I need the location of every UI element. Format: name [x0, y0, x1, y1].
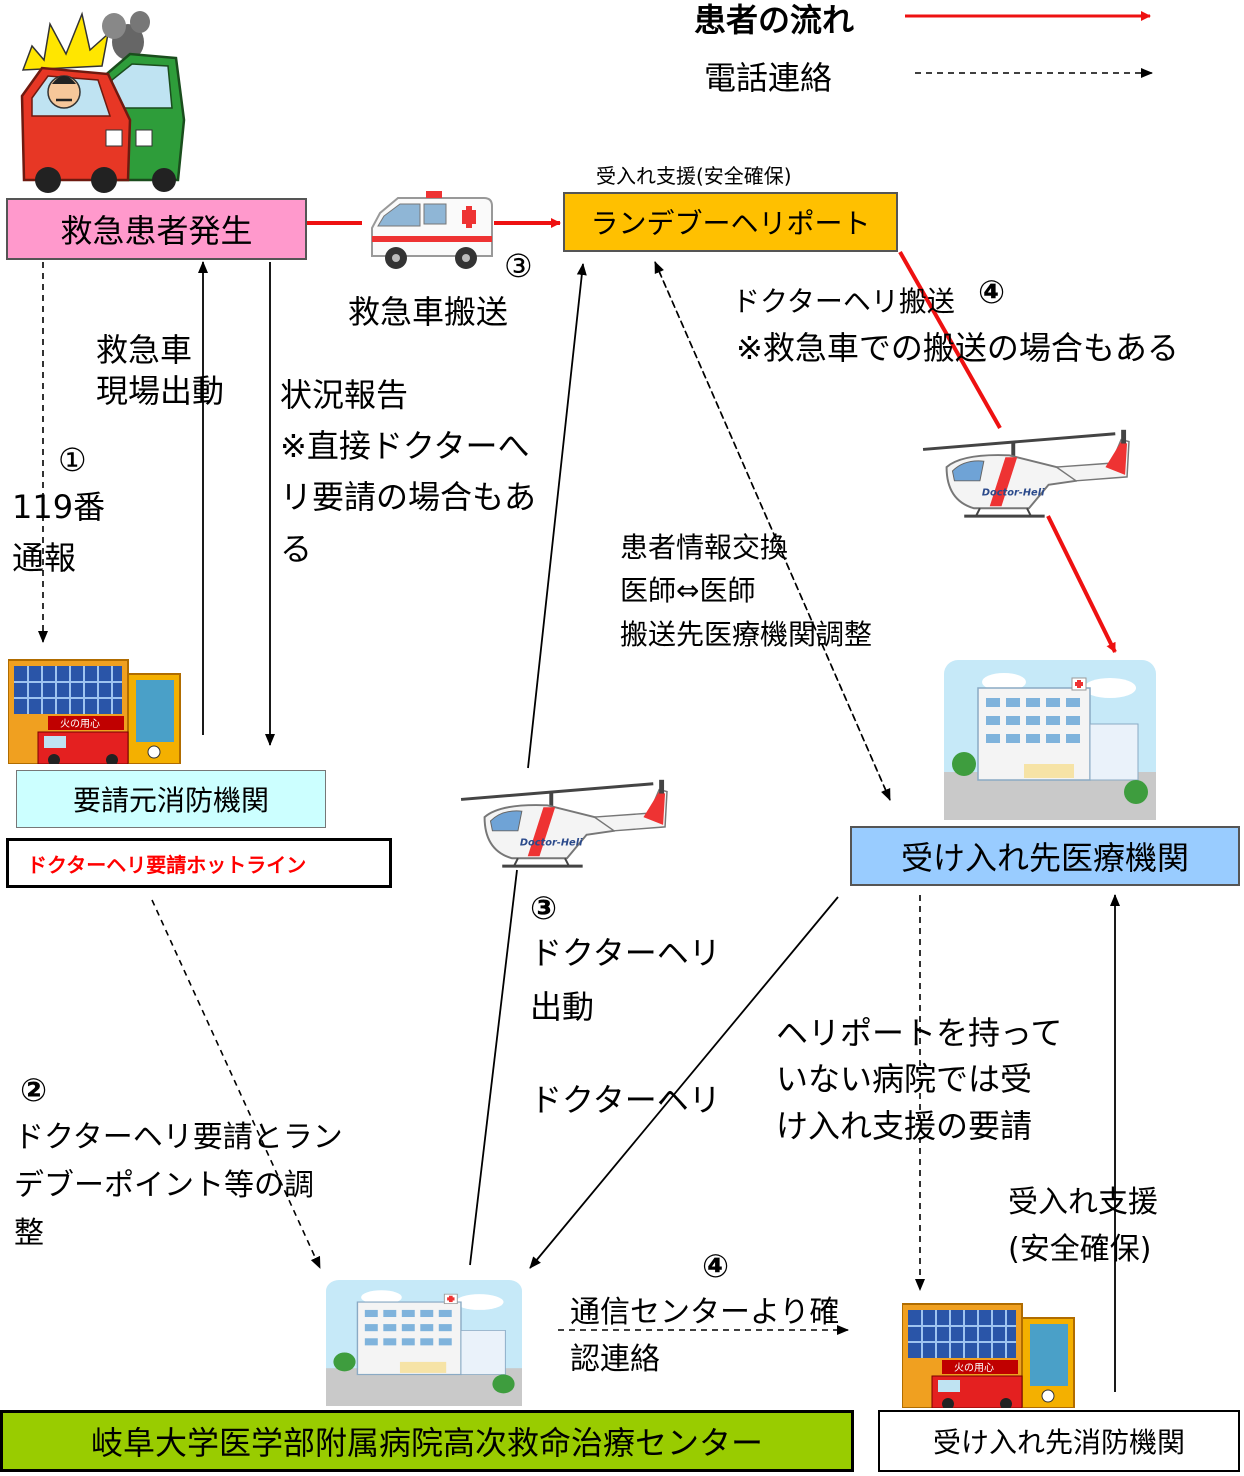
request-arrow: [151, 899, 321, 1269]
rendezvous-support-label: 受入れ支援(安全確保): [596, 164, 792, 188]
no-heliport-label: ヘリポートを持って いない病院では受 け入れ支援の要請: [776, 1014, 1063, 1145]
fire-station-icon: 火の用心: [8, 659, 181, 764]
patient-flow-heli-lower: [1046, 515, 1117, 653]
patient-info-arrow-down: [654, 261, 891, 801]
legend-phone-contact: 電話連絡: [704, 59, 833, 97]
rendezvous-heliport-node: ランデブーヘリポート: [563, 192, 898, 252]
fire-station-icon-2: 火の用心: [902, 1303, 1075, 1408]
patient-info-exchange-label: 患者情報交換 医師⇔医師 搬送先医療機関調整: [620, 531, 873, 651]
confirm-number: ④: [702, 1247, 730, 1285]
heli-transport-label: ドクターヘリ搬送: [732, 285, 955, 318]
car-crash-icon: [20, 11, 186, 193]
heli-dispatch-label: ドクターヘリ 出動: [530, 934, 721, 1027]
helicopter-logo-text-2: Doctor-Heli: [520, 838, 583, 849]
hospital-icon-2: [326, 1280, 522, 1406]
ambulance-transport-label: 救急車搬送: [348, 293, 509, 331]
heli-transport-note: ※救急車での搬送の場合もある: [736, 329, 1179, 367]
ambulance-dispatch-label: 救急車 現場出動: [96, 331, 225, 410]
hotline-node: ドクターヘリ要請ホットライン: [6, 838, 392, 888]
fire-station-sign-2: 火の用心: [954, 1362, 994, 1374]
acceptance-support-label: 受入れ支援 (安全確保): [1008, 1185, 1158, 1267]
helicopter-icon-2: Doctor-Heli: [460, 779, 668, 868]
legend-patient-flow: 患者の流れ: [694, 1, 855, 39]
requesting-fire-dept-node: 要請元消防機関: [16, 770, 326, 828]
emergency-patient-node: 救急患者発生: [6, 198, 307, 260]
patient-flow-heli-upper: [898, 251, 1002, 429]
hospital-icon: [944, 660, 1156, 820]
patient-info-arrow-up: [654, 261, 891, 801]
helicopter-logo-text: Doctor-Heli: [982, 488, 1045, 499]
gifu-center-node: 岐阜大学医学部附属病院高次救命治療センター: [0, 1410, 854, 1472]
confirm-label: 通信センターより確 認連絡: [570, 1295, 840, 1377]
helicopter-icon: Doctor-Heli: [922, 429, 1130, 518]
receiving-hospital-node: 受け入れ先医療機関: [850, 826, 1240, 886]
heli-return-label: ドクターヘリ: [530, 1081, 721, 1119]
heli-transport-number: ④: [978, 273, 1006, 311]
fire-station-sign: 火の用心: [60, 718, 100, 730]
heli-dispatch-line: [469, 869, 518, 1266]
ambulance-icon: [371, 191, 493, 269]
request-number: ②: [20, 1071, 48, 1109]
situation-report-label: 状況報告 ※直接ドクターへ リ要請の場合もあ る: [280, 376, 537, 568]
request-label: ドクターヘリ要請とラン デブーポイント等の調 整: [14, 1120, 343, 1251]
receiving-fire-dept-node: 受け入れ先消防機関: [878, 1410, 1240, 1472]
heli-return-arrow: [529, 896, 839, 1269]
ambulance-transport-number: ③: [504, 247, 533, 285]
heli-to-heliport-arrow: [527, 263, 587, 769]
heli-dispatch-number: ③: [530, 889, 558, 927]
call-119-label: 119番 通報: [12, 488, 106, 578]
call-119-number: ①: [58, 441, 87, 479]
